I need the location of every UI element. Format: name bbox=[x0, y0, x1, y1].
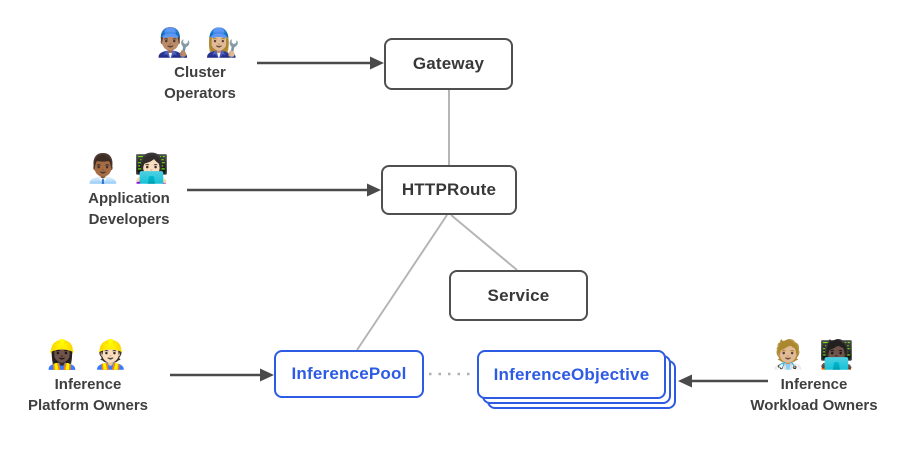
actor-label-line: Cluster bbox=[174, 64, 226, 81]
edge-httproute-inferencepool bbox=[356, 214, 448, 351]
node-inferenceobjective: InferenceObjective bbox=[477, 350, 666, 399]
platform-owners-emoji-icons: 👷🏿‍♀️ 👷🏻 bbox=[44, 339, 132, 370]
node-service: Service bbox=[449, 270, 588, 321]
actor-label-line: Inference bbox=[780, 376, 848, 393]
actor-cluster-operators: 👨🏽‍🔧 👩🏼‍🔧 Cluster Operators bbox=[125, 24, 275, 104]
actor-label-line: Operators bbox=[164, 85, 236, 102]
node-gateway: Gateway bbox=[384, 38, 513, 90]
actor-label-line: Inference bbox=[54, 376, 122, 393]
actor-inference-workload-owners: 🧑🏼‍⚕️ 🧑🏿‍💻 Inference Workload Owners bbox=[739, 336, 889, 416]
cluster-operators-emoji-icons: 👨🏽‍🔧 👩🏼‍🔧 bbox=[156, 27, 244, 58]
actor-inference-platform-owners: 👷🏿‍♀️ 👷🏻 Inference Platform Owners bbox=[13, 336, 163, 416]
node-inferenceobjective-stack: InferenceObjective bbox=[477, 350, 676, 409]
node-httproute: HTTPRoute bbox=[381, 165, 517, 215]
arrow-application-developers-to-httproute bbox=[187, 183, 381, 197]
actor-label-line: Platform Owners bbox=[27, 397, 149, 414]
actor-application-developers: 👨🏾‍💼 👩🏻‍💻 Application Developers bbox=[54, 150, 204, 230]
actor-label-line: Application bbox=[88, 190, 170, 207]
application-developers-emoji-icons: 👨🏾‍💼 👩🏻‍💻 bbox=[85, 153, 173, 184]
actor-label-line: Developers bbox=[88, 211, 170, 228]
arrow-cluster-operators-to-gateway bbox=[257, 56, 384, 70]
arrow-platform-owners-to-inferencepool bbox=[170, 368, 274, 382]
edge-httproute-service bbox=[450, 214, 518, 271]
arrow-workload-owners-to-inferenceobjective bbox=[678, 374, 768, 388]
workload-owners-emoji-icons: 🧑🏼‍⚕️ 🧑🏿‍💻 bbox=[770, 339, 858, 370]
actor-label-line: Workload Owners bbox=[750, 397, 878, 414]
node-inferencepool: InferencePool bbox=[274, 350, 424, 398]
